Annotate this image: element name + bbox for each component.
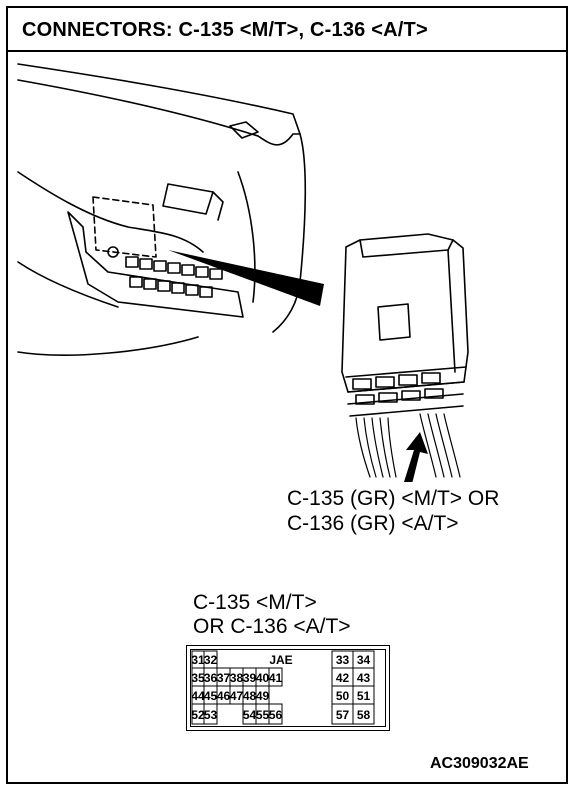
pin-42: 42 [336, 671, 350, 685]
connector-arrow [404, 432, 428, 482]
page-title: CONNECTORS: C-135 <M/T>, C-136 <A/T> [22, 19, 428, 41]
ecu-connector-ribs [345, 366, 467, 417]
figure-id: AC309032AE [430, 755, 529, 772]
title-divider [8, 50, 566, 52]
dashboard-lower-line [17, 336, 199, 356]
pin-51: 51 [357, 689, 371, 703]
ecu-side-line [447, 249, 456, 373]
vent-outline [162, 183, 214, 215]
pin-38: 38 [230, 671, 244, 685]
pin-39: 39 [243, 671, 257, 685]
connector-pinout: 31 32 JAE 33 34 35 36 37 38 39 40 41 42 … [186, 645, 390, 731]
pin-48: 48 [243, 689, 257, 703]
leader-wedge [168, 250, 324, 306]
pin-52: 52 [191, 708, 205, 722]
pin-53: 53 [204, 708, 218, 722]
pin-35: 35 [191, 671, 205, 685]
pin-43: 43 [357, 671, 371, 685]
pin-37: 37 [217, 671, 231, 685]
pin-31: 31 [191, 653, 205, 667]
dashboard-inner-curve [237, 171, 256, 303]
callout-line-1: C-135 (GR) <M/T> OR [287, 487, 500, 510]
vent-rail [212, 191, 224, 221]
pin-41: 41 [269, 671, 283, 685]
ecu-label-plate [377, 303, 411, 341]
pin-54: 54 [243, 708, 257, 722]
page-border [6, 6, 568, 784]
pin-34: 34 [357, 653, 371, 667]
ecu-housing [341, 233, 469, 393]
pin-44: 44 [191, 689, 205, 703]
callout-line-2: C-136 (GR) <A/T> [287, 512, 459, 535]
pin-40: 40 [256, 671, 270, 685]
pinout-frame-outer [186, 645, 390, 731]
wire-harness [355, 413, 461, 478]
ecu-top-face [359, 239, 454, 258]
dashboard-left-curve [17, 261, 119, 308]
pin-45: 45 [204, 689, 218, 703]
pin-36: 36 [204, 671, 218, 685]
dashboard-top-edge [17, 63, 301, 135]
glovebox-outline [67, 211, 244, 318]
connector-label-line-1: C-135 <M/T> [193, 591, 317, 614]
ecu-position-dashed [92, 196, 157, 258]
relay-block [107, 246, 223, 298]
pin-55: 55 [256, 708, 270, 722]
pin-56: 56 [269, 708, 283, 722]
pin-32: 32 [204, 653, 218, 667]
pin-49: 49 [256, 689, 270, 703]
pin-46: 46 [217, 689, 231, 703]
pin-57: 57 [336, 708, 350, 722]
pinout-frame-inner [190, 649, 386, 727]
connector-maker-label: JAE [269, 653, 292, 667]
dashboard-front-contour [17, 171, 204, 253]
dashboard-face [257, 133, 307, 333]
ecu-connector-slots [352, 372, 444, 405]
pin-47: 47 [230, 689, 244, 703]
pin-33: 33 [336, 653, 350, 667]
connector-label-line-2: OR C-136 <A/T> [193, 615, 351, 638]
dashboard-upper-line [17, 79, 259, 137]
dashboard-ecu-illustration [17, 63, 469, 482]
dashboard-tab [229, 121, 259, 139]
pin-50: 50 [336, 689, 350, 703]
pin-58: 58 [357, 708, 371, 722]
